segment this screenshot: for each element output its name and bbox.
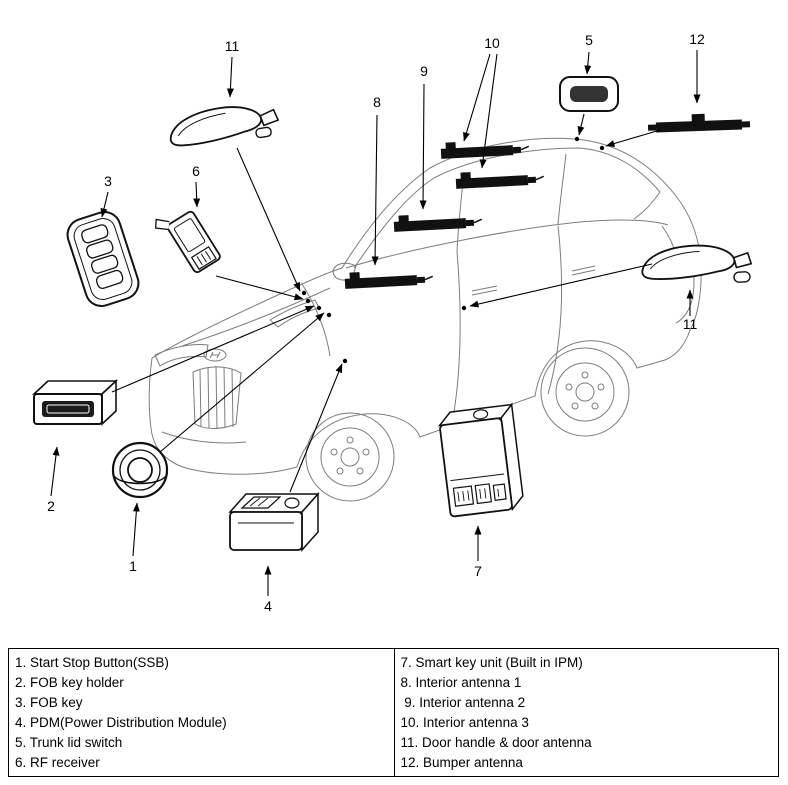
diagram-number-10: 10: [484, 35, 500, 51]
diagram-number-12: 12: [689, 31, 705, 47]
key-slot: [42, 401, 94, 417]
diagram-number-8: 8: [373, 94, 381, 110]
interior-antenna-2-illustration: [392, 210, 483, 233]
diagram-number-11-front: 11: [225, 38, 240, 54]
interior-antenna-1-illustration: [343, 267, 434, 290]
legend-item-10: 10. Interior antenna 3: [400, 715, 529, 730]
front-wheel: [305, 412, 395, 502]
brand-logo-oval: [203, 348, 227, 362]
legend-item-11: 11. Door handle & door antenna: [400, 735, 592, 750]
car-outline-illustration: [148, 137, 702, 502]
diagram-number-5: 5: [585, 32, 593, 48]
diagram-number-2: 2: [47, 498, 55, 514]
legend-item-8: 8. Interior antenna 1: [400, 675, 522, 690]
diagram-number-6: 6: [192, 163, 200, 179]
fob-key-holder-illustration: [31, 379, 119, 426]
legend-item-9: 9. Interior antenna 2: [400, 695, 526, 710]
pdm-illustration: [228, 492, 320, 552]
door-handle-antenna-front-illustration: [166, 98, 281, 149]
diagram-number-11-rear: 11: [683, 316, 698, 332]
diagram-number-7: 7: [474, 563, 482, 579]
start-stop-button-illustration: [111, 441, 169, 499]
legend-item-1: 1. Start Stop Button(SSB): [15, 655, 169, 670]
diagram-number-9: 9: [420, 63, 428, 79]
legend-item-2: 2. FOB key holder: [15, 675, 124, 690]
legend-item-3: 3. FOB key: [15, 695, 83, 710]
legend-item-12: 12. Bumper antenna: [400, 755, 523, 770]
mounting-point-dots: [301, 136, 605, 364]
legend-item-4: 4. PDM(Power Distribution Module): [15, 715, 227, 730]
interior-antenna-3b-illustration: [454, 167, 545, 190]
lock-cylinder: [255, 126, 272, 139]
diagram-number-4: 4: [264, 598, 272, 614]
trunk-lid-switch-illustration: [559, 76, 619, 112]
smart-key-components-diagram: 1 2 3 4 5 6 7 8 9 10 11 11 12: [31, 31, 753, 614]
legend-item-6: 6. RF receiver: [15, 755, 100, 770]
fob-key-illustration: [66, 211, 140, 307]
diagram-number-3: 3: [104, 173, 112, 189]
smart-key-unit-illustration: [437, 402, 524, 518]
diagram-number-1: 1: [129, 558, 137, 574]
legend-left-column: 1. Start Stop Button(SSB) 2. FOB key hol…: [9, 649, 394, 776]
rf-receiver-illustration: [154, 210, 221, 273]
legend-table: 1. Start Stop Button(SSB) 2. FOB key hol…: [8, 648, 779, 777]
grille: [192, 366, 242, 429]
rear-wheel: [540, 347, 630, 437]
legend-item-7: 7. Smart key unit (Built in IPM): [400, 655, 583, 670]
door-handle-antenna-rear-illustration: [640, 241, 753, 283]
legend-item-5: 5. Trunk lid switch: [15, 735, 123, 750]
legend-right-column: 7. Smart key unit (Built in IPM) 8. Inte…: [393, 649, 779, 776]
handle-cap: [733, 271, 751, 283]
bumper-antenna-illustration: [647, 113, 751, 133]
leader-arrows: [50, 50, 701, 596]
